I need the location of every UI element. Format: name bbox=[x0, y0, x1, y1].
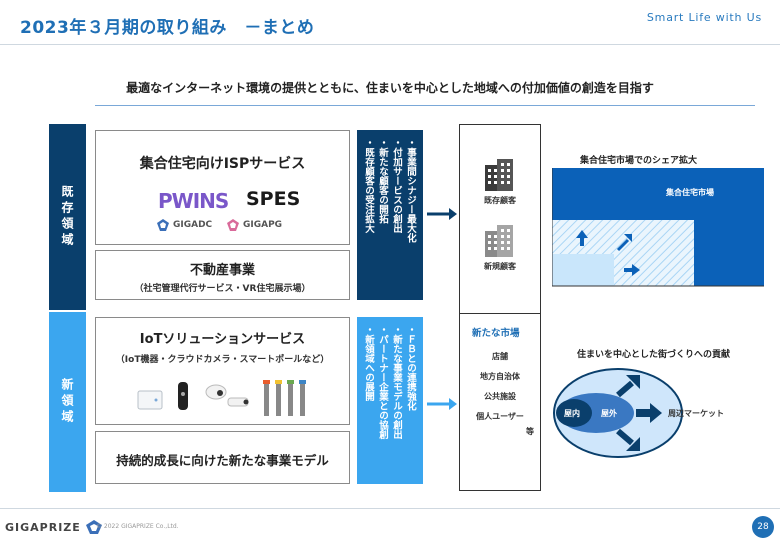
segment-divider bbox=[460, 313, 540, 314]
existing-customer-building-icon bbox=[485, 159, 513, 191]
new-market-item: 公共施設 bbox=[484, 392, 516, 401]
share-chart-title: 集合住宅市場でのシェア拡大 bbox=[580, 156, 698, 166]
surrounding-market-label: 周辺マーケット bbox=[668, 409, 724, 418]
gigapg-logo-text: GIGAPG bbox=[243, 220, 283, 230]
existing-strategy-item: ・新たな顧客の開拓 bbox=[377, 138, 388, 224]
new-customers-label: 新規顧客 bbox=[484, 262, 516, 271]
indoor-area bbox=[556, 399, 592, 427]
company-logo: GIGAPRIZE bbox=[5, 519, 103, 535]
page-number: 28 bbox=[752, 516, 774, 538]
smart-pole-icon bbox=[263, 380, 306, 416]
new-market-title: 新たな市場 bbox=[472, 328, 520, 339]
smart-lock-icon bbox=[178, 382, 188, 410]
spes-logo: SPES bbox=[246, 188, 301, 210]
town-development-diagram bbox=[553, 368, 683, 458]
tagline: Smart Life with Us bbox=[646, 11, 762, 24]
existing-strategy-item: ・既存顧客の受注拡大 bbox=[363, 138, 374, 233]
iot-solution-box: IoTソリューションサービス （IoT機器・クラウドカメラ・スマートポールなど） bbox=[95, 317, 350, 425]
new-strategy-item: ・新領域への展開 bbox=[363, 325, 374, 401]
existing-domain-label: 既存領域 bbox=[49, 124, 86, 310]
new-strategy-item: ・ＦＢとの連携強化 bbox=[405, 325, 416, 411]
new-market-item: 店舗 bbox=[492, 352, 508, 361]
new-market-item: 個人ユーザー bbox=[476, 412, 524, 421]
diagonal-arrow-icon bbox=[616, 234, 632, 252]
right-arrow-icon bbox=[624, 264, 640, 276]
title-divider bbox=[0, 44, 780, 45]
real-estate-box: 不動産事業 （社宅管理代行サービス・VR住宅展示場） bbox=[95, 250, 350, 300]
sensor-device-icon bbox=[137, 390, 163, 410]
expand-lower-arrow-icon bbox=[616, 428, 640, 451]
new-market-item: 地方自治体 bbox=[480, 372, 520, 381]
existing-strategy-item: ・事業間シナジー最大化 bbox=[405, 138, 416, 243]
new-strategy-item: ・新たな事業モデルの創出 bbox=[391, 325, 402, 439]
new-market-etc: 等 bbox=[526, 427, 534, 436]
copyright-text: © 2022 GIGAPRIZE Co.,Ltd. bbox=[96, 523, 179, 530]
existing-customers-label: 既存顧客 bbox=[484, 196, 516, 205]
company-logo-text: GIGAPRIZE bbox=[5, 520, 81, 534]
isp-service-title: 集合住宅向けISPサービス bbox=[139, 156, 306, 172]
outdoor-label: 屋外 bbox=[601, 409, 617, 418]
subtitle-divider bbox=[95, 105, 755, 106]
new-strategy-panel: ・ＦＢとの連携強化 ・新たな事業モデルの創出 ・パートナー企業との協創 ・新領域… bbox=[357, 317, 423, 484]
up-arrow-icon bbox=[576, 230, 588, 246]
isp-service-box: 集合住宅向けISPサービス PWINS SPES GIGADC GIGAPG bbox=[95, 130, 350, 245]
real-estate-subtitle: （社宅管理代行サービス・VR住宅展示場） bbox=[134, 284, 311, 294]
new-strategy-item: ・パートナー企業との協創 bbox=[377, 325, 388, 439]
real-estate-title: 不動産事業 bbox=[189, 263, 255, 278]
indoor-label: 屋内 bbox=[564, 409, 580, 418]
iot-devices-illustration bbox=[137, 380, 306, 416]
growth-model-box: 持続的成長に向けた新たな事業モデル bbox=[95, 431, 350, 484]
page-title: 2023年３月期の取り組み －まとめ bbox=[20, 18, 315, 38]
growth-model-title: 持続的成長に向けた新たな事業モデル bbox=[116, 453, 329, 468]
gigapg-mark-icon bbox=[227, 219, 239, 231]
existing-strategy-item: ・付加サービスの創出 bbox=[391, 138, 402, 233]
iot-solution-title: IoTソリューションサービス bbox=[139, 332, 306, 347]
page-subtitle: 最適なインターネット環境の提供とともに、住まいを中心とした地域への付加価値の創造… bbox=[126, 81, 654, 95]
customer-segment-box: 既存顧客 新規顧客 新たな市場 店舗 地方自治体 公共施設 個人ユーザー 等 bbox=[459, 124, 541, 491]
current-share-area bbox=[552, 254, 614, 286]
gigadc-logo: GIGADC bbox=[156, 218, 212, 232]
cloud-camera-icon bbox=[205, 384, 249, 407]
footer-divider bbox=[0, 508, 780, 509]
market-label: 集合住宅市場 bbox=[666, 188, 714, 197]
share-expansion-diagram bbox=[552, 168, 764, 287]
existing-strategy-panel: ・事業間シナジー最大化 ・付加サービスの創出 ・新たな顧客の開拓 ・既存顧客の受… bbox=[357, 130, 423, 300]
pwins-logo: PWINS bbox=[158, 189, 229, 213]
company-mark-icon bbox=[85, 520, 102, 534]
gigadc-mark-icon bbox=[157, 219, 169, 231]
gigapg-logo: GIGAPG bbox=[226, 218, 282, 232]
new-domain-label: 新領域 bbox=[49, 312, 86, 492]
new-customer-building-icon bbox=[485, 225, 513, 257]
flow-arrows bbox=[427, 208, 457, 410]
gigadc-logo-text: GIGADC bbox=[173, 220, 213, 230]
contribution-title: 住まいを中心とした街づくりへの貢献 bbox=[577, 350, 731, 360]
expand-upper-arrow-icon bbox=[616, 375, 640, 398]
market-arrow-icon bbox=[636, 403, 662, 423]
iot-solution-subtitle: （IoT機器・クラウドカメラ・スマートポールなど） bbox=[115, 355, 330, 365]
